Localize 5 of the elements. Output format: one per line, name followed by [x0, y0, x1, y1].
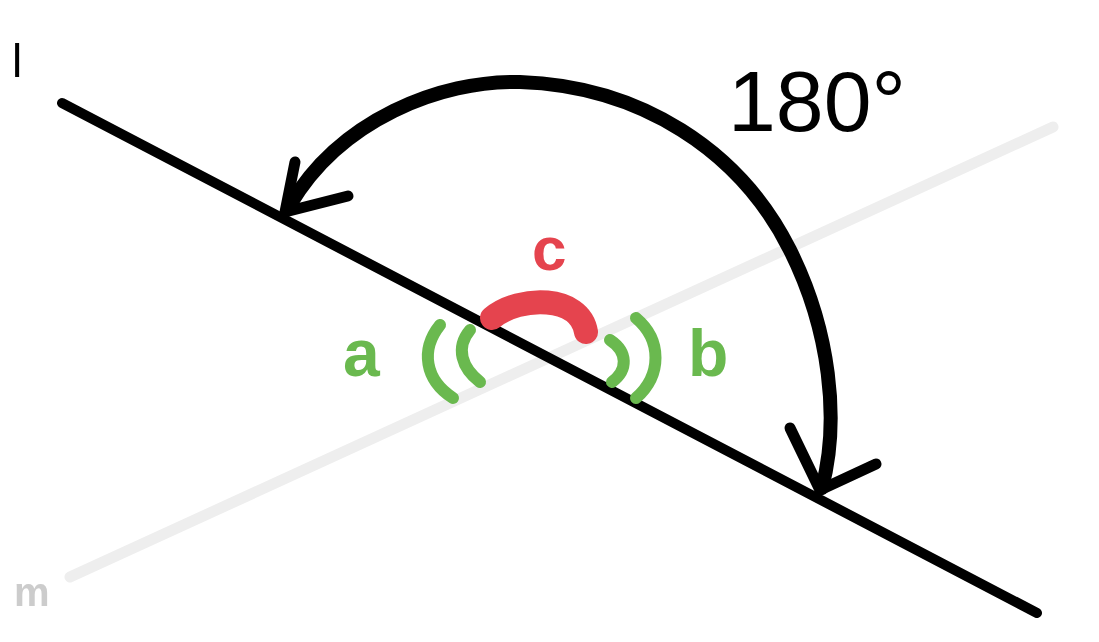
angle-measure: 180° [728, 58, 906, 144]
angle-label: b [688, 320, 729, 386]
line-label: l [12, 38, 23, 84]
angle-label: c [532, 218, 567, 280]
angle-label: a [343, 320, 380, 386]
